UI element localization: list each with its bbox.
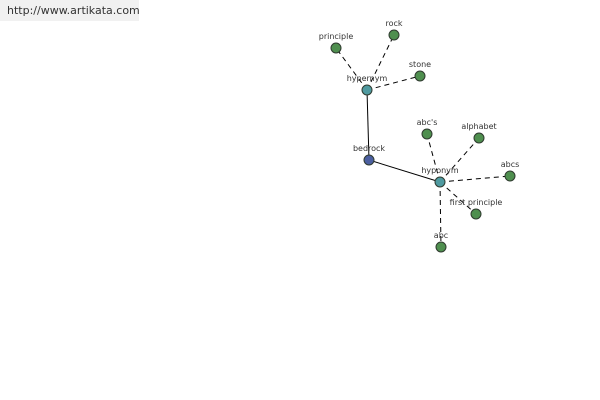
nodes-layer (330, 29, 516, 253)
edge-hypernym-to-principle (335, 47, 368, 91)
site-link-bar: http://www.artikata.com (0, 0, 140, 21)
edge-bedrock-to-hyponym (368, 159, 441, 183)
term-stone-label: stone (409, 60, 431, 69)
relation-hypernym-node[interactable] (361, 84, 373, 96)
term-alphabet-node[interactable] (473, 132, 485, 144)
term-abcs-node[interactable] (504, 170, 516, 182)
center-bedrock-node[interactable] (363, 154, 375, 166)
term-principle-label: principle (319, 32, 354, 41)
term-first-principle-node[interactable] (470, 208, 482, 220)
term-principle-node[interactable] (330, 42, 342, 54)
relation-hypernym-label: hypernym (347, 74, 388, 83)
site-link[interactable]: http://www.artikata.com (7, 4, 140, 17)
term-abc-node[interactable] (435, 241, 447, 253)
labels-layer: principle rock stone hypernym abc's alphabet a… (319, 19, 520, 240)
term-abc-s-node[interactable] (421, 128, 433, 140)
edge-hyponym-to-abc (439, 181, 442, 248)
term-first-principle-label: first principle (450, 198, 503, 207)
term-rock-node[interactable] (388, 29, 400, 41)
term-abc-s-label: abc's (417, 118, 438, 127)
center-bedrock-label: bedrock (353, 144, 385, 153)
term-alphabet-label: alphabet (461, 122, 496, 131)
relation-hyponym-node[interactable] (434, 176, 446, 188)
edge-hypernym-to-stone (366, 75, 421, 91)
term-stone-node[interactable] (414, 70, 426, 82)
edge-hypernym-to-rock (366, 34, 395, 91)
edge-hyponym-to-first-principle (439, 181, 477, 215)
edge-hyponym-to-abcs (439, 175, 511, 183)
edge-bedrock-to-hypernym (366, 89, 370, 161)
edge-hyponym-to-alphabet (439, 137, 480, 183)
term-abc-label: abc (434, 231, 448, 240)
term-rock-label: rock (385, 19, 402, 28)
term-abcs-label: abcs (501, 160, 520, 169)
relation-hyponym-label: hyponym (421, 166, 459, 175)
edges-layer (335, 34, 511, 248)
